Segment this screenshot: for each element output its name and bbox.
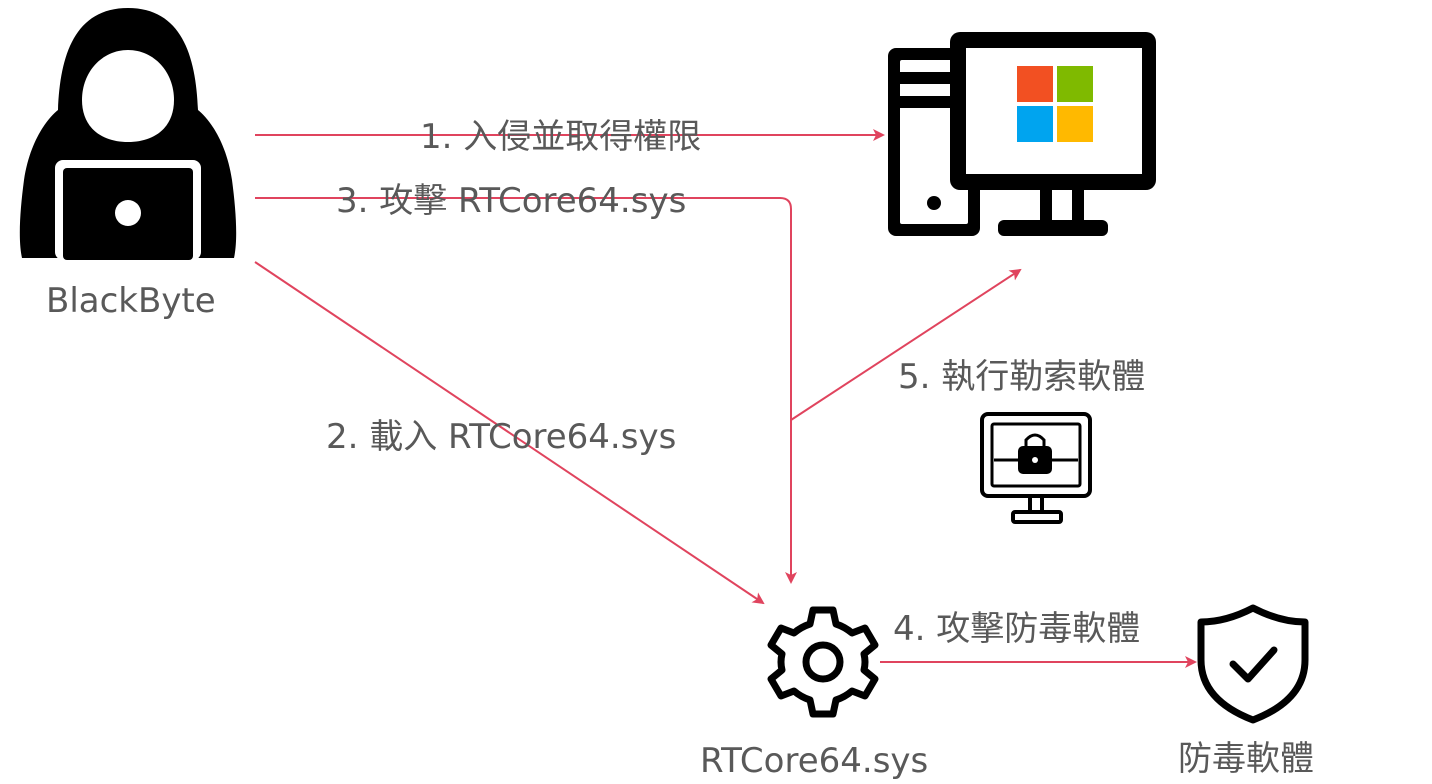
- windows-logo-red: [1017, 66, 1053, 102]
- hooded-hacker-icon: [19, 8, 237, 260]
- edge-step2-label: 2. 載入 RTCore64.sys: [326, 417, 677, 457]
- edge-step3-arrow: [255, 197, 797, 584]
- windows-desktop-computer-icon: [888, 32, 1156, 236]
- driver-label: RTCore64.sys: [700, 741, 929, 781]
- windows-logo-blue: [1017, 106, 1053, 142]
- windows-logo-yellow: [1057, 106, 1093, 142]
- edge-step3-label: 3. 攻擊 RTCore64.sys: [336, 181, 687, 221]
- edge-step2-arrow: [254, 261, 765, 605]
- shield-check-icon: [1197, 604, 1309, 724]
- edge-step5-label: 5. 執行勒索軟體: [898, 357, 1146, 397]
- antivirus-label: 防毒軟體: [1178, 739, 1314, 779]
- locked-monitor-icon: [980, 412, 1092, 524]
- windows-logo-green: [1057, 66, 1093, 102]
- edge-step1-label: 1. 入侵並取得權限: [420, 117, 702, 157]
- attacker-label: BlackByte: [46, 281, 216, 321]
- gear-icon: [767, 606, 879, 718]
- edge-step5-arrow: [790, 268, 1022, 421]
- edge-step4-label: 4. 攻擊防毒軟體: [893, 609, 1141, 649]
